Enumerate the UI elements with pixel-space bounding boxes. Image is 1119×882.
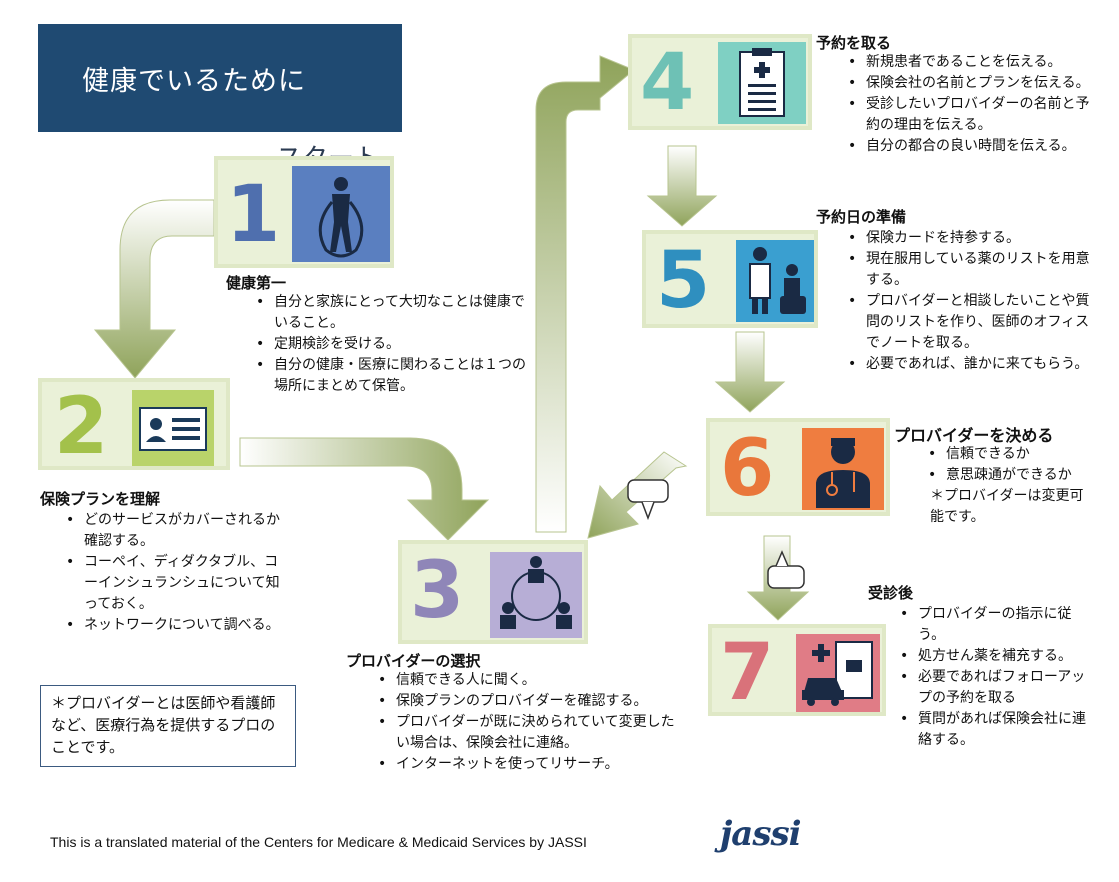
list-item: ネットワークについて調べる。 — [66, 615, 290, 636]
step-2-title: 保険プランを理解 — [40, 490, 161, 508]
list-item: 現在服用している薬のリストを用意する。 — [848, 249, 1100, 291]
step-3-title: プロバイダーの選択 — [346, 652, 481, 670]
list-item: プロバイダーと相談したいことや質問のリストを作り、医師のオフィスでノートを取る。 — [848, 291, 1100, 354]
step-6-list: 信頼できるか 意思疎通ができるか — [928, 444, 1098, 486]
footer-text: This is a translated material of the Cen… — [50, 834, 587, 850]
step-1-title: 健康第一 — [226, 274, 287, 292]
arrow-2-to-3 — [239, 437, 490, 541]
list-item: 意思疎通ができるか — [928, 465, 1098, 486]
list-item: 保険会社の名前とプランを伝える。 — [848, 73, 1100, 94]
list-item: プロバイダーが既に決められていて変更したい場合は、保険会社に連絡。 — [378, 712, 688, 754]
step-6-title: プロバイダーを決める — [894, 426, 1054, 445]
list-item: 処方せん薬を補充する。 — [900, 646, 1096, 667]
list-item: 信頼できるか — [928, 444, 1098, 465]
list-item: 必要であれば、誰かに来てもらう。 — [848, 354, 1100, 375]
list-item: 受診したいプロバイダーの名前と予約の理由を伝える。 — [848, 94, 1100, 136]
network-people-icon — [490, 552, 582, 638]
list-item: 自分と家族にとって大切なことは健康でいること。 — [256, 292, 528, 334]
step-6-note: ＊プロバイダーは変更可能です。 — [930, 488, 1084, 525]
thumbs-down-icon — [627, 479, 669, 521]
list-item: 信頼できる人に聞く。 — [378, 670, 688, 691]
list-item: 質問があれば保険会社に連絡する。 — [900, 709, 1096, 751]
step-5-title: 予約日の準備 — [816, 208, 907, 226]
step-3-number: 3 — [410, 546, 465, 636]
jassi-logo: jassi — [720, 814, 802, 854]
list-item: 新規患者であることを伝える。 — [848, 52, 1100, 73]
step-7-number: 7 — [720, 628, 775, 718]
step-6-number: 6 — [720, 424, 775, 514]
list-item: 定期検診を受ける。 — [256, 334, 528, 355]
step-7-title: 受診後 — [868, 584, 914, 602]
step-4-list: 新規患者であることを伝える。 保険会社の名前とプランを伝える。 受診したいプロバ… — [848, 52, 1100, 157]
list-item: 保険カードを持参する。 — [848, 228, 1100, 249]
step-1-list: 自分と家族にとって大切なことは健康でいること。 定期検診を受ける。 自分の健康・… — [256, 292, 528, 397]
step-1-number: 1 — [226, 170, 281, 260]
step-5-number: 5 — [656, 236, 711, 326]
list-item: プロバイダーの指示に従う。 — [900, 604, 1096, 646]
list-item: どのサービスがカバーされるか確認する。 — [66, 510, 290, 552]
list-item: 自分の都合の良い時間を伝える。 — [848, 136, 1100, 157]
list-item: 必要であればフォローアップの予約を取る — [900, 667, 1096, 709]
step-3-list: 信頼できる人に聞く。 保険プランのプロバイダーを確認する。 プロバイダーが既に決… — [378, 670, 688, 775]
step-4-title: 予約を取る — [816, 34, 892, 52]
thumbs-up-icon — [767, 550, 805, 589]
doctor-patient-icon — [736, 240, 814, 322]
step-4-number: 4 — [640, 38, 695, 128]
arrow-3-to-4 — [535, 55, 635, 533]
step-7-list: プロバイダーの指示に従う。 処方せん薬を補充する。 必要であればフォローアップの… — [900, 604, 1096, 751]
definition-note: ＊プロバイダーとは医師や看護師など、医療行為を提供するプロのことです。 — [40, 685, 296, 767]
clipboard-icon — [718, 42, 806, 124]
step-5-list: 保険カードを持参する。 現在服用している薬のリストを用意する。 プロバイダーと相… — [848, 228, 1100, 375]
step-2-number: 2 — [54, 382, 109, 472]
page-title: 健康でいるために — [38, 24, 402, 132]
arrow-5-to-6 — [714, 331, 786, 413]
list-item: 自分の健康・医療に関わることは１つの場所にまとめて保管。 — [256, 355, 528, 397]
doctor-icon — [802, 428, 884, 510]
list-item: コーペイ、ディダクタブル、コーインシュランシュについて知っておく。 — [66, 552, 290, 615]
jump-rope-icon — [292, 166, 390, 262]
list-item: インターネットを使ってリサーチ。 — [378, 754, 688, 775]
list-item: 保険プランのプロバイダーを確認する。 — [378, 691, 688, 712]
pharmacy-car-icon — [796, 634, 880, 712]
arrow-1-to-2 — [93, 199, 215, 379]
arrow-4-to-5 — [646, 145, 718, 227]
id-card-icon — [132, 390, 214, 466]
step-2-list: どのサービスがカバーされるか確認する。 コーペイ、ディダクタブル、コーインシュラ… — [66, 510, 290, 636]
